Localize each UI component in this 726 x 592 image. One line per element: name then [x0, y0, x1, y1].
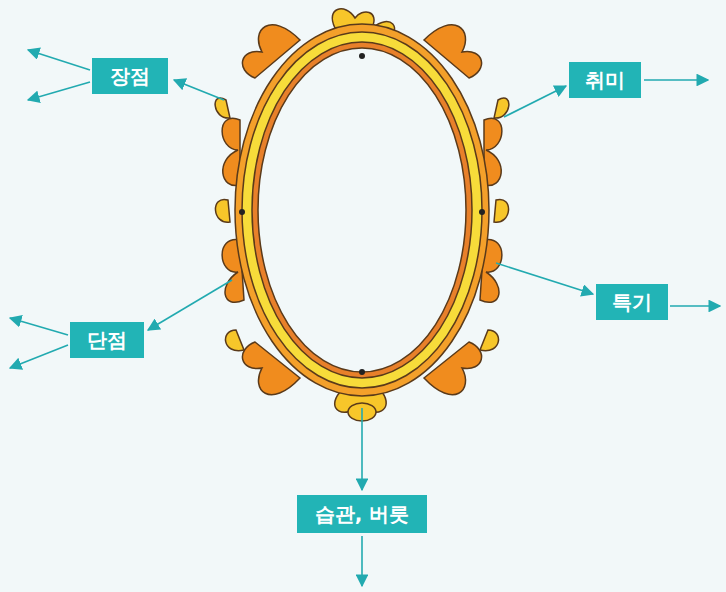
label-box: 취미: [569, 62, 641, 98]
box-label: 취미: [585, 70, 625, 90]
arrow-lines: [10, 50, 720, 586]
box-label: 습관, 버릇: [315, 504, 410, 524]
label-box: 단점: [70, 322, 144, 358]
label-box: 습관, 버릇: [297, 495, 427, 533]
label-box: 장점: [92, 58, 168, 94]
box-label: 장점: [110, 66, 150, 86]
box-label: 단점: [87, 330, 127, 350]
label-box: 특기: [596, 284, 668, 320]
box-label: 특기: [612, 292, 652, 312]
